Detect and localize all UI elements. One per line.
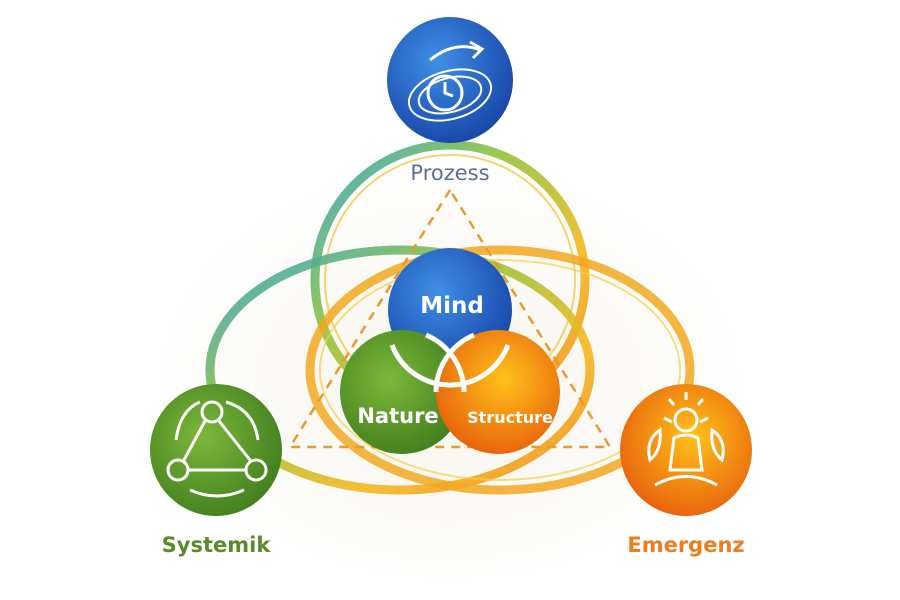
systemik-label: Systemik	[162, 533, 272, 557]
node-prozess	[387, 17, 513, 143]
venn-mind-label: Mind	[420, 293, 484, 319]
cycle-network-icon	[166, 400, 268, 498]
emergenz-label: Emergenz	[627, 533, 744, 557]
node-emergenz	[620, 384, 752, 516]
interlocking-rings	[205, 140, 695, 495]
ring-right	[305, 245, 695, 495]
ring-left	[205, 245, 595, 495]
emergenz-circle	[620, 384, 752, 516]
venn-nature-label: Nature	[357, 404, 438, 428]
dashed-triangle	[287, 187, 613, 449]
venn-nature	[340, 330, 464, 454]
meditation-figure-icon	[647, 392, 725, 487]
venn-diagram	[340, 248, 560, 454]
prozess-label: Prozess	[410, 161, 489, 185]
venn-structure-label: Structure	[467, 408, 553, 427]
clock-swirl-icon	[407, 40, 493, 122]
prozess-circle	[387, 17, 513, 143]
venn-structure	[436, 330, 560, 454]
node-systemik	[150, 384, 282, 516]
